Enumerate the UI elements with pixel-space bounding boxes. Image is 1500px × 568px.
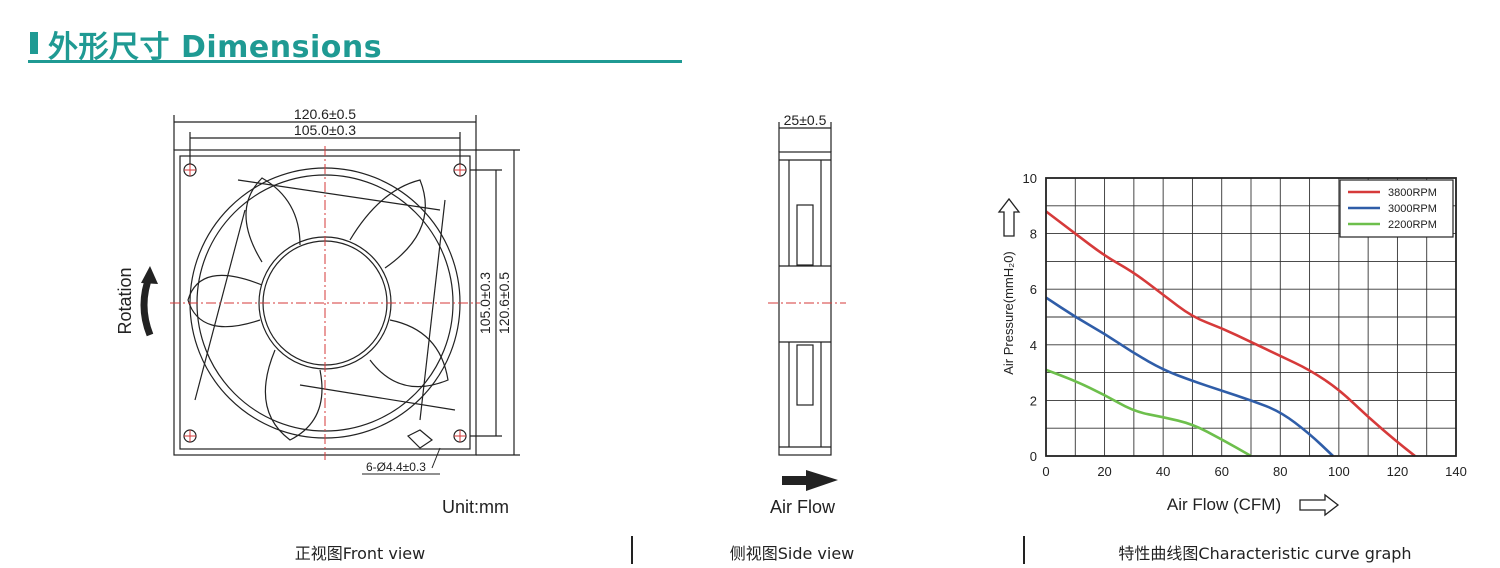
title-accent-bar: [30, 32, 38, 54]
plot-frame: [1045, 177, 1457, 457]
outer-width-label: 120.6±0.5: [294, 106, 356, 122]
chart-legend: 3800RPM 3000RPM 2200RPM: [1339, 179, 1454, 238]
characteristic-curve-chart: 0 20 40 60 80 100 120 140 0 2 4 6 8 10 3800RPM 3000RPM…: [997, 171, 1467, 517]
rotation-label: Rotation: [115, 267, 135, 334]
separator: [631, 536, 633, 564]
fan-blade: [245, 177, 301, 263]
fan-blade: [349, 179, 426, 269]
x-tick-label: 80: [1273, 464, 1287, 479]
legend-label: 3000RPM: [1388, 203, 1437, 215]
separator: [1023, 536, 1025, 564]
airflow-arrow-icon: [806, 470, 838, 491]
strut: [419, 199, 446, 421]
outer-height-label: 120.6±0.5: [496, 272, 512, 334]
curve-graph-caption: 特性曲线图Characteristic curve graph: [1118, 544, 1412, 563]
fan-blade: [369, 319, 449, 388]
front-view-caption: 正视图Front view: [294, 544, 426, 563]
y-axis-up-arrow-icon: [997, 197, 1021, 237]
x-tick-label: 40: [1156, 464, 1170, 479]
x-tick-label: 100: [1328, 464, 1350, 479]
x-axis-right-arrow-icon: [1299, 493, 1340, 517]
strut: [237, 179, 441, 211]
x-tick-label: 0: [1042, 464, 1049, 479]
side-view-caption: 侧视图Side view: [729, 544, 855, 563]
holes-label: 6-Ø4.4±0.3: [366, 460, 426, 474]
airflow-label: Air Flow: [770, 497, 836, 517]
x-tick-label: 60: [1214, 464, 1228, 479]
x-axis-label: Air Flow (CFM): [1167, 495, 1281, 514]
y-tick-label: 6: [1030, 282, 1037, 297]
hole-pitch-label: 105.0±0.3: [294, 122, 356, 138]
chart-ticks: 0 20 40 60 80 100 120 140 0 2 4 6 8 10: [1023, 171, 1467, 479]
x-tick-label: 120: [1387, 464, 1409, 479]
series-line-2200RPM: [1045, 368, 1252, 458]
x-tick-label: 20: [1097, 464, 1111, 479]
title-underline: [28, 60, 682, 63]
legend-label: 3800RPM: [1388, 187, 1437, 199]
front-view-drawing: 120.6±0.5 105.0±0.3 105.0±0.3 120.6±0.5 …: [115, 106, 520, 475]
side-view-drawing: 25±0.5: [768, 112, 846, 491]
page-title: 外形尺寸 Dimensions: [48, 30, 383, 65]
series-line-3000RPM: [1045, 296, 1334, 457]
y-axis-label: Air Pressure(mmH₂0): [1001, 251, 1016, 375]
unit-label: Unit:mm: [442, 497, 509, 517]
y-tick-label: 10: [1023, 171, 1037, 186]
fan-blade: [187, 274, 263, 328]
y-tick-label: 0: [1030, 449, 1037, 464]
hole-pitch-v-label: 105.0±0.3: [477, 272, 493, 334]
legend-label: 2200RPM: [1388, 219, 1437, 231]
fan-blade: [264, 349, 323, 441]
thickness-label: 25±0.5: [784, 112, 827, 128]
rotation-arrow-icon: [140, 273, 154, 337]
chart-series: [1045, 210, 1416, 458]
y-tick-label: 8: [1030, 227, 1037, 242]
series-line-3800RPM: [1045, 210, 1416, 458]
strut: [299, 384, 456, 411]
y-tick-label: 2: [1030, 393, 1037, 408]
strut: [194, 209, 246, 401]
y-tick-label: 4: [1030, 338, 1037, 353]
x-tick-label: 140: [1445, 464, 1467, 479]
